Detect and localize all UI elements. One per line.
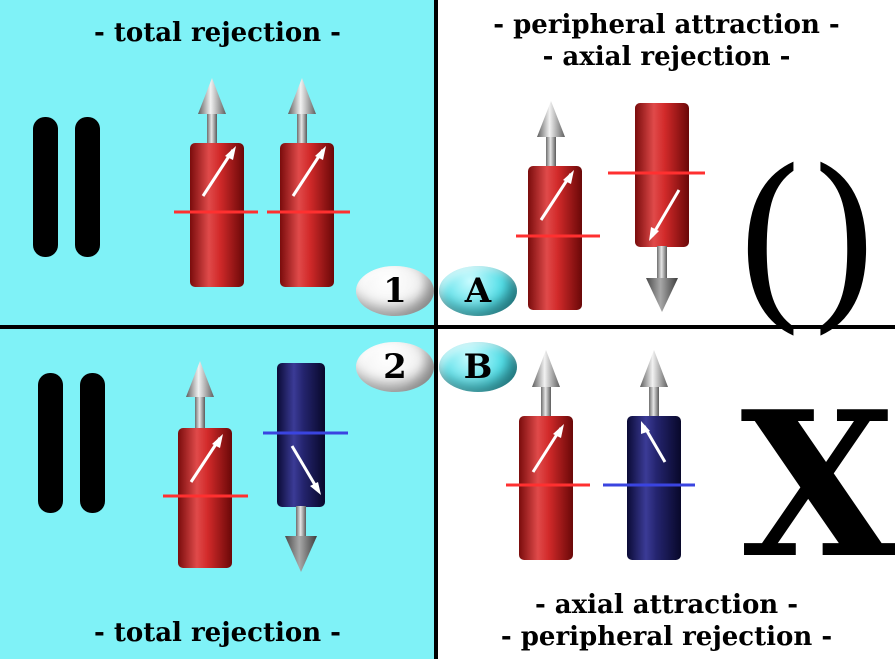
caption-top-left: - total rejection -: [94, 18, 341, 48]
caption-bottom-right-line1: - axial attraction -: [534, 590, 799, 620]
badge-b: B: [439, 342, 517, 392]
parallel-bars-icon: [38, 373, 105, 513]
magnet-red-up-icon: [516, 101, 600, 310]
badge-a: A: [439, 266, 517, 316]
magnet-red-down-icon: [608, 103, 705, 312]
caption-bottom-left: - total rejection -: [94, 618, 341, 648]
magnet-red-up-icon: [506, 350, 590, 560]
badge-2: 2: [356, 342, 434, 392]
magnet-red-up-icon: [267, 78, 350, 287]
caption-top-right-line1: - peripheral attraction -: [493, 10, 840, 40]
magnet-red-up-icon: [174, 78, 258, 287]
magnet-red-up-icon: [163, 361, 248, 568]
caption-top-right-line2: - axial rejection -: [542, 42, 791, 72]
divider-horizontal: [0, 325, 895, 329]
symbol-parentheses: (): [733, 130, 881, 351]
magnet-blue-up-icon: [603, 350, 695, 560]
symbol-x: X: [740, 368, 895, 603]
badge-1: 1: [356, 266, 434, 316]
parallel-bars-icon: [33, 117, 100, 257]
magnet-blue-down-icon: [263, 363, 348, 572]
caption-bottom-right-line2: - peripheral rejection -: [500, 622, 833, 652]
divider-vertical: [434, 0, 438, 659]
